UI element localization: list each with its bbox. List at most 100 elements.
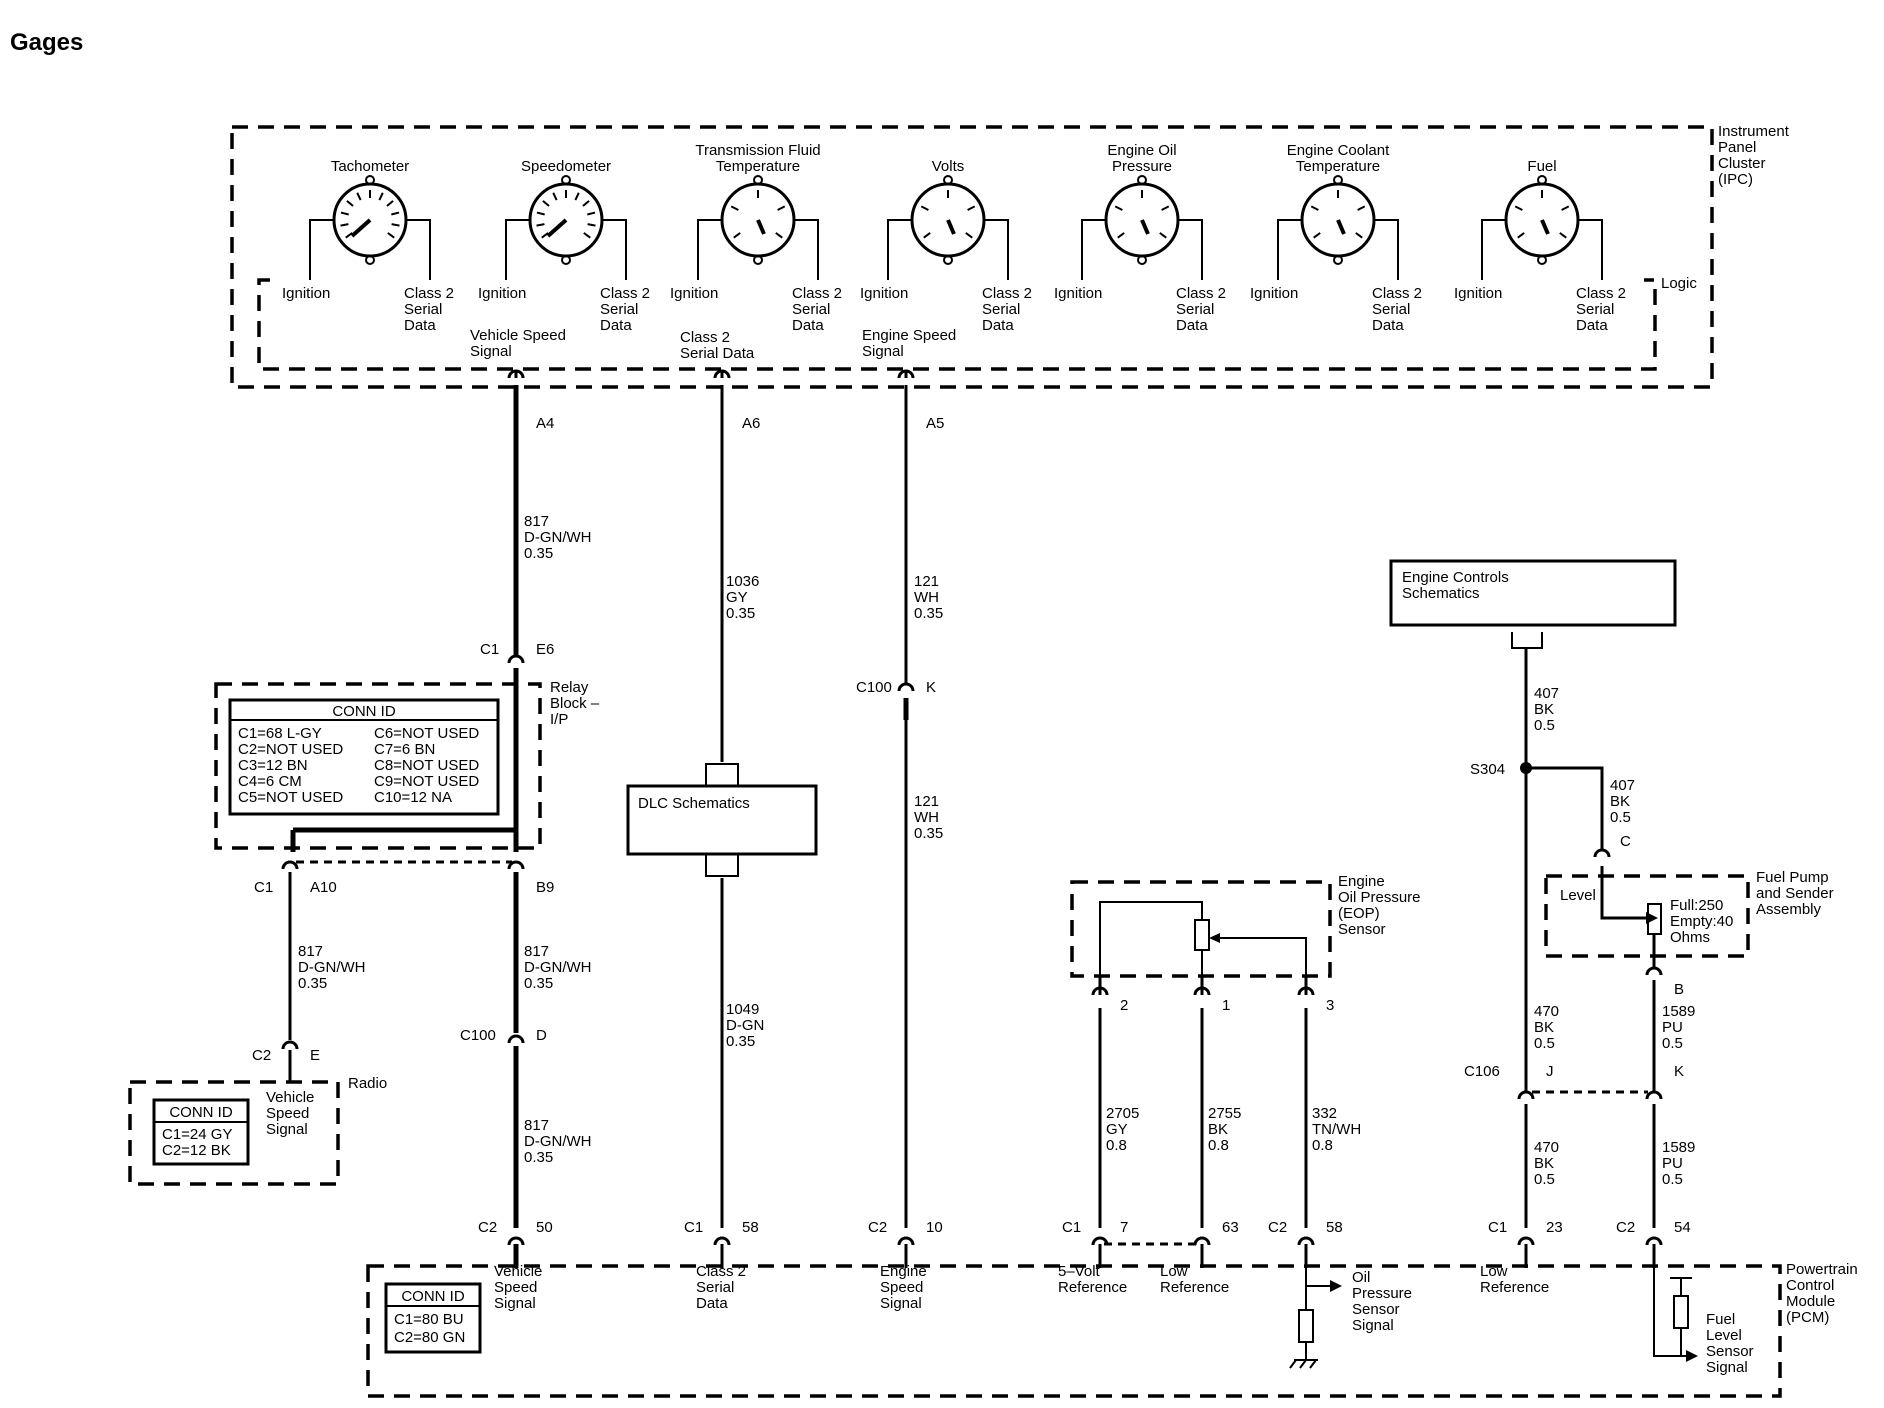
gauge-label-line: Fuel [1527,158,1556,175]
gauge-ignition-label: Ignition [1054,285,1102,302]
fuel-pump-name-line: and Sender [1756,885,1834,902]
gauge-needle [1540,219,1550,235]
fuel-pin-b: B [1674,981,1684,998]
pcm-pin-label-line: Serial [696,1279,734,1296]
ground-and-fuel-labels: Engine ControlsSchematics407BK0.5S304407… [1402,569,1834,1188]
c106-k-pin: K [1674,1063,1684,1080]
eop_low-color: BK [1208,1121,1228,1138]
pcm-connector-id: C1 [1062,1219,1081,1236]
c100-d-id: C100 [460,1027,496,1044]
gauge-tick [552,192,558,201]
ground_top-circuit: 407 [1534,685,1559,702]
ground_branch-color: BK [1610,793,1630,810]
gauge-label-line: Pressure [1112,158,1172,175]
gauge-label-line: Engine Coolant [1287,142,1390,159]
relay-block-boundary [214,682,542,850]
ground_mid-color: BK [1534,1019,1554,1036]
gauge-tick [536,211,545,216]
gauge-top-stud [365,175,375,185]
vss_radio-color: D-GN/WH [298,959,366,976]
gauge-tick [775,232,783,239]
pcm-pin-label-line: Reference [1160,1279,1229,1296]
ipc-output-signal-line: Engine Speed [862,327,956,344]
fuel-specs-line: Ohms [1670,929,1710,946]
gauge-tick [1559,232,1567,239]
gauge-tick [1313,232,1321,239]
gauge-data-label-line: Class 2 [982,285,1032,302]
gauge-tick [542,200,550,207]
fuel-pump-c-connector-icon [1593,848,1611,858]
pcm-pin-label-line: Level [1706,1327,1742,1344]
gauge-data-label-line: Data [1576,317,1608,334]
pcm-connector-id: C2 [1616,1219,1635,1236]
c100-d-connector-icon [507,1034,525,1044]
eop-pin: 2 [1120,997,1128,1014]
gauge-label-line: Tachometer [331,158,409,175]
ipc-name-line: Instrument [1718,123,1790,140]
gauge-tick [345,232,353,239]
engine-controls-box [1389,559,1677,627]
pcm-pin-label-line: Oil [1352,1269,1370,1286]
eop-pin: 3 [1326,997,1334,1014]
relay-a10-label: A10 [310,879,337,896]
pcm-connector-icon [1517,1236,1535,1246]
vss_ipc-size: 0.35 [524,545,553,562]
oil-pressure-resistor [1298,1309,1314,1343]
ipc-output-pin: A4 [536,415,554,432]
gauge-data-label-line: Data [982,317,1014,334]
pcm-conn-id-entry: C2=80 GN [394,1329,465,1346]
vss_radio-size: 0.35 [298,975,327,992]
gauge-data-label-line: Class 2 [792,285,842,302]
vss_pcm-size: 0.35 [524,1149,553,1166]
relay-e6-connector-icon [507,654,525,664]
gauge-data-label-line: Class 2 [600,285,650,302]
gauge-ignition-label: Ignition [282,285,330,302]
eop-sensor-name-line: (EOP) [1338,905,1380,922]
eop_ref-color: GY [1106,1121,1128,1138]
pcm-name-line: Powertrain [1786,1261,1858,1278]
pcm-pin-label-line: Speed [880,1279,923,1296]
c106-j-pin: J [1546,1063,1554,1080]
radio-boundary [128,1080,340,1186]
eop-pin: 1 [1222,997,1230,1014]
splice-label: S304 [1470,761,1505,778]
gauge-top-stud [753,175,763,185]
dlc-schematics-box [626,784,818,856]
fuel_low-circuit: 1589 [1662,1139,1695,1156]
gauge-data-label-line: Data [600,317,632,334]
pcm-pin-label-line: Sensor [1706,1343,1754,1360]
pcm-pin-label-line: Reference [1480,1279,1549,1296]
pcm-pin-label-line: Pressure [1352,1285,1412,1302]
fuel-pump-b-connector-icon [1645,966,1663,976]
gauge-tick [733,232,741,239]
gauge-data-label-line: Class 2 [1176,285,1226,302]
ess_upper-circuit: 121 [914,573,939,590]
gauge-bottom-stud [561,255,571,265]
relay-conn-id-entry: C1=68 L-GY [238,725,322,742]
vss_relay-circuit: 817 [524,943,549,960]
pcm-connector-pin: 58 [742,1219,759,1236]
gauge-tick [340,223,349,227]
class2_pcm-size: 0.35 [726,1033,755,1050]
gauge-ignition-label: Ignition [1454,285,1502,302]
relay-c1b-label: C1 [254,879,273,896]
gauge-tick [583,232,591,239]
pcm-connector-pin: 58 [1326,1219,1343,1236]
fuel_mid-circuit: 1589 [1662,1003,1695,1020]
radio-connector-icon [281,1040,299,1050]
ipc-output-signal-line: Signal [470,343,512,360]
eop_low-size: 0.8 [1208,1137,1229,1154]
gauge-data-label-line: Serial [1372,301,1410,318]
relay-conn-id-entry: C4=6 CM [238,773,302,790]
gauge-needle [1336,219,1346,235]
gauge-tick [378,192,384,201]
gauge-data-wire [1374,219,1399,280]
gauge-tick [1117,232,1125,239]
relay-conn-id-entry: C2=NOT USED [238,741,343,758]
vss-wiring [288,385,519,1228]
vss_ipc-circuit: 817 [524,513,549,530]
pcm-pin-label-line: Class 2 [696,1263,746,1280]
radio-signal-label-line: Speed [266,1105,309,1122]
